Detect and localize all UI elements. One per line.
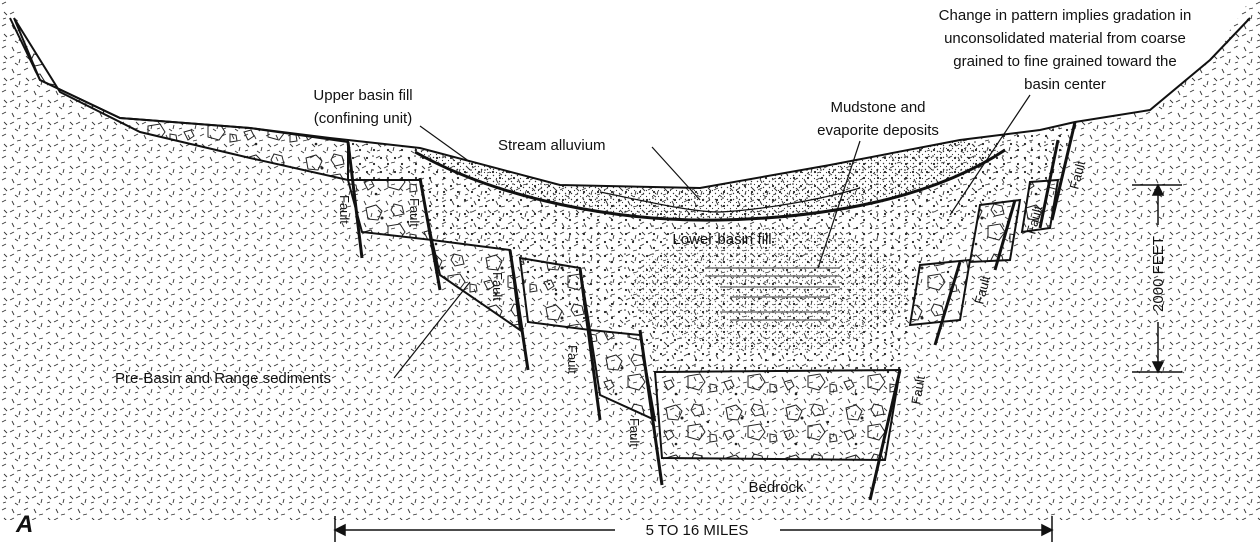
fault-label-3: Fault: [490, 272, 505, 301]
fault-label-4: Fault: [565, 345, 580, 374]
upper-basin-fill-label-2: (confining unit): [314, 110, 412, 127]
right-fault-block-1: [910, 260, 970, 325]
pre-basin-label: Pre-Basin and Range sediments: [115, 370, 331, 387]
panel-letter: A: [15, 511, 33, 538]
horizontal-scale-label: 5 TO 16 MILES: [646, 522, 749, 539]
fault-label-5: Fault: [627, 418, 642, 447]
gradation-note-line-2: unconsolidated material from coarse: [944, 30, 1186, 47]
central-gravel: [655, 370, 900, 460]
lower-basin-fill-label: Lower basin fill: [672, 231, 771, 248]
mudstone-label-1: Mudstone and: [830, 99, 925, 116]
fault-label-2: Fault: [407, 198, 422, 227]
gradation-note-line-3: grained to fine grained toward the: [953, 53, 1176, 70]
fault-label-1: Fault: [337, 195, 352, 224]
vertical-scale-label: 2000 FEET: [1150, 236, 1167, 312]
gradation-note-line-1: Change in pattern implies gradation in: [939, 7, 1192, 24]
bedrock-label: Bedrock: [748, 479, 804, 496]
gradation-note-line-4: basin center: [1024, 76, 1106, 93]
stream-alluvium-label: Stream alluvium: [498, 137, 606, 154]
upper-basin-fill-label-1: Upper basin fill: [313, 87, 412, 104]
mudstone-label-2: evaporite deposits: [817, 122, 939, 139]
